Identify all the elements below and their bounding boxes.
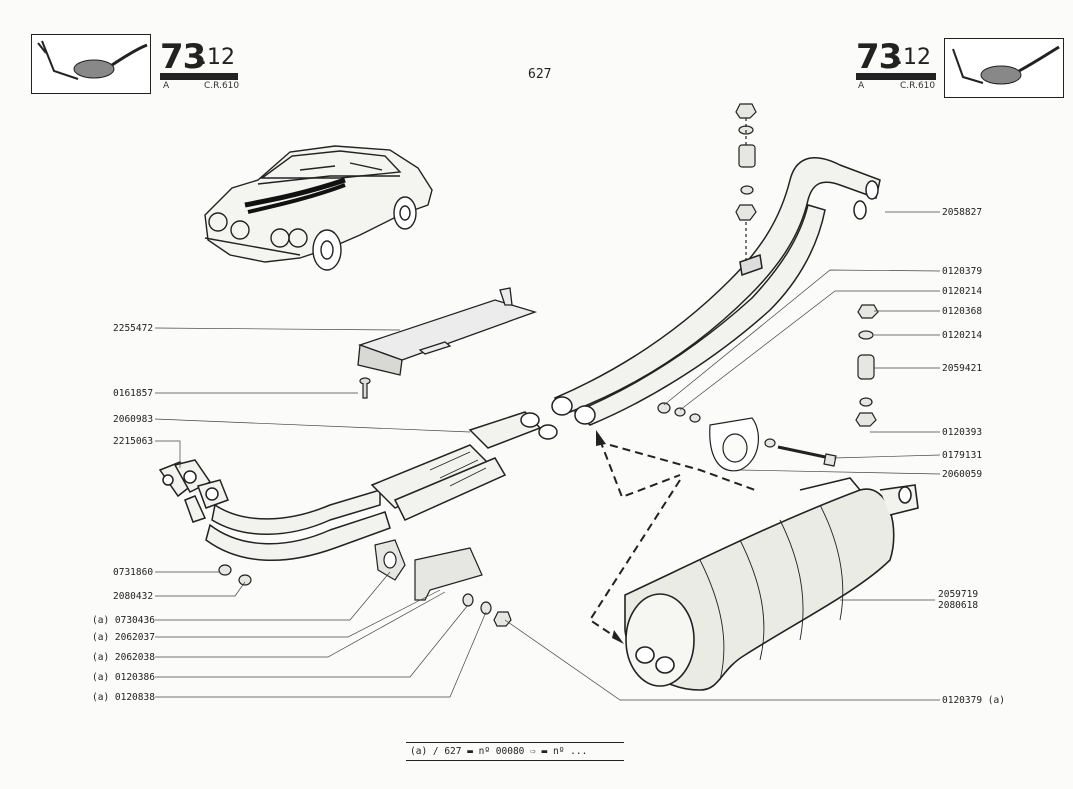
header-letter-right: A [858, 81, 865, 91]
part-label-0120379: 0120379 [942, 266, 983, 277]
right-mount-hardware [657, 304, 879, 472]
header-bar-right [856, 73, 936, 80]
part-label-0120368: 0120368 [942, 306, 983, 317]
part-label-0731860: 0731860 [113, 567, 154, 578]
part-label-2215063: 2215063 [113, 436, 154, 447]
part-label-0120379-a: 0120379 (a) [942, 695, 1005, 706]
rear-muffler-part [624, 477, 919, 691]
part-label-2059421: 2059421 [942, 363, 983, 374]
group-number-left: 73 [160, 37, 206, 77]
part-label-2058827: 2058827 [942, 207, 983, 218]
part-label-2062038: (a) 2062038 [92, 652, 155, 663]
leader-lines-left [154, 327, 487, 698]
footer-note: (a) / 627 ▬ nº 00080 ⇨ ▬ nº ... [406, 742, 624, 761]
muffler-thumbnail-icon [952, 45, 1060, 85]
front-clamp-hardware [218, 539, 512, 627]
part-label-0120214-upper: 0120214 [942, 286, 983, 297]
leader-lines-right [504, 211, 941, 701]
upper-hanger-hardware [735, 103, 757, 262]
part-label-0120838: (a) 0120838 [92, 692, 155, 703]
assembly-arrows [588, 439, 756, 641]
part-label-0120214-lower: 0120214 [942, 330, 983, 341]
screw-part [359, 377, 371, 399]
muffler-thumbnail-icon [37, 40, 148, 80]
part-label-2060983: 2060983 [113, 414, 154, 425]
part-label-2059719: 2059719 [938, 589, 979, 600]
header-thumbnail-right [944, 38, 1064, 98]
header-letter-left: A [163, 81, 170, 91]
header-bar-left [160, 73, 238, 80]
part-label-2060059: 2060059 [942, 469, 983, 480]
header-ref-left: C.R.610 [204, 81, 240, 91]
header-thumbnail-left [31, 34, 151, 94]
rear-pipe-assembly [551, 157, 881, 426]
part-label-2255472: 2255472 [113, 323, 154, 334]
subgroup-number-left: .12 [200, 45, 235, 70]
subgroup-number-right: .12 [896, 45, 931, 70]
car-illustration [204, 145, 433, 271]
part-label-2080618: 2080618 [938, 600, 979, 611]
part-label-2080432: 2080432 [113, 591, 154, 602]
part-label-0730436: (a) 0730436 [92, 615, 155, 626]
arrow-heads [596, 430, 624, 644]
part-label-0120386: (a) 0120386 [92, 672, 155, 683]
front-pipe-assembly [158, 411, 558, 561]
header-ref-right: C.R.610 [900, 81, 936, 91]
page-number: 627 [528, 67, 552, 82]
heat-shield-part [357, 287, 538, 376]
group-number-right: 73 [856, 37, 902, 77]
part-label-0120393: 0120393 [942, 427, 983, 438]
part-label-0179131: 0179131 [942, 450, 983, 461]
part-label-0161857: 0161857 [113, 388, 154, 399]
part-label-2062037: (a) 2062037 [92, 632, 155, 643]
